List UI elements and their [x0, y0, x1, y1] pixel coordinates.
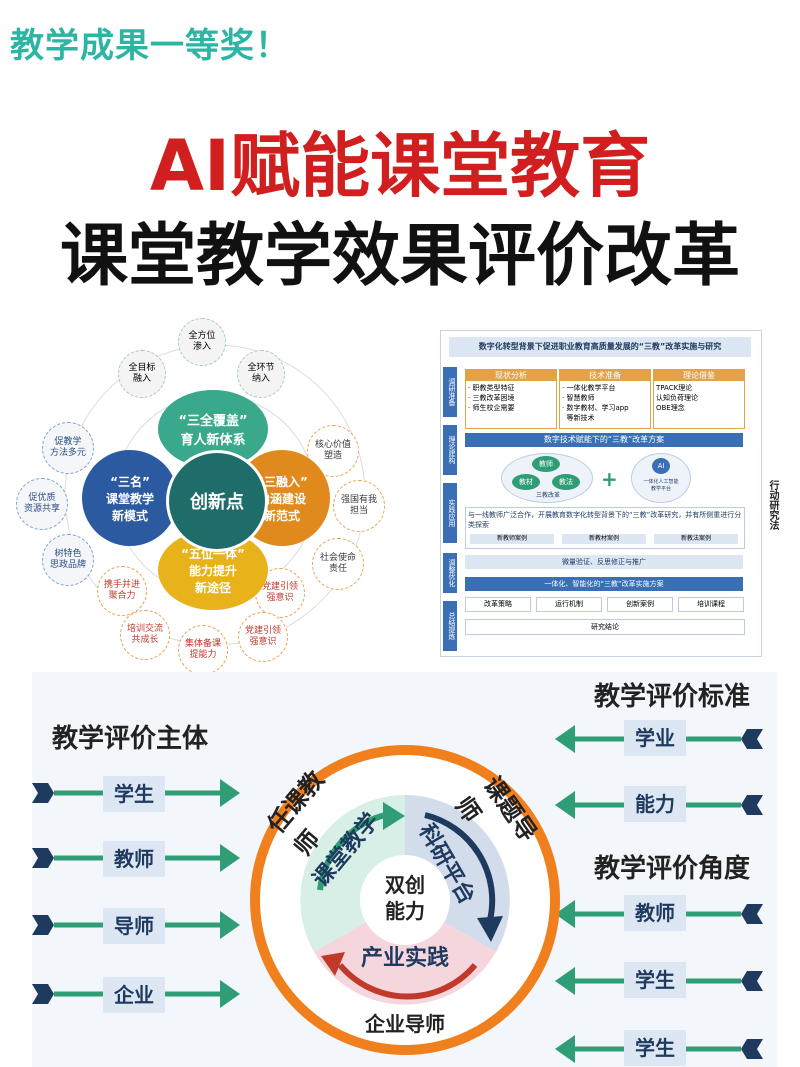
- outer-node-label: 树特色 思政品牌: [49, 549, 86, 570]
- verify-bar: 微量验证、反思修正与推广: [465, 555, 743, 569]
- practice-note: 与一线教师广泛合作，开展教育数字化转型背景下的“三教”改革研究，并有所侧重进行分…: [468, 511, 742, 529]
- outer-node: 党建引领 强意识: [238, 612, 288, 662]
- section-header-3: 一体化、智能化的“三教”改革实施方案: [465, 577, 743, 591]
- outer-node: 树特色 思政品牌: [42, 534, 94, 586]
- outer-node-label: 促教学 方法多元: [49, 437, 86, 458]
- conclusion-bar: 研究结论: [465, 619, 745, 635]
- method-node: 教法: [552, 474, 580, 490]
- action-research-label: 行动研究法: [767, 480, 778, 530]
- side-label: 调研准备: [443, 367, 457, 417]
- case-box: 新教师案例: [470, 534, 554, 544]
- criteria-arrows: [555, 725, 763, 1063]
- outer-node-label: 强国有我 担当: [340, 495, 377, 516]
- side-label: 调整优化: [443, 553, 457, 593]
- outer-node-label: 核心价值 塑造: [314, 440, 351, 461]
- outer-node-label: 促优质 资源共享: [23, 493, 60, 514]
- top-inner-circle: “三全覆盖” 育人新体系: [158, 390, 268, 468]
- subject-title: 教学评价主体: [52, 724, 209, 754]
- column-body: TPACK理论 认知负荷理论 OBE理念: [656, 384, 698, 412]
- outer-node: 集体备课 提能力: [178, 625, 228, 675]
- outer-node-label: 全方位 渗入: [188, 331, 216, 352]
- evaluation-ring: [250, 745, 560, 1055]
- outer-node-label: 社会使命 责任: [319, 553, 356, 574]
- left-inner-circle: “三名” 课堂教学 新模式: [82, 450, 178, 546]
- outer-node: 促优质 资源共享: [16, 478, 68, 530]
- subject-item: 学生: [103, 776, 165, 812]
- ring-bottom-inner: 产业实践: [360, 946, 449, 971]
- ring-bottom-outer: 企业导师: [365, 1012, 445, 1036]
- side-label: 理论建构: [443, 425, 457, 475]
- result-box: 改革策略: [465, 597, 531, 612]
- outer-node-label: 携手并进 聚合力: [103, 580, 140, 601]
- outer-node: 社会使命 责任: [312, 538, 364, 590]
- outer-node-label: 党建引领 强意识: [261, 582, 298, 603]
- side-label: 实践应用: [443, 483, 457, 543]
- ai-platform-label: 一体化人工智能 教学平台: [643, 479, 679, 492]
- outer-node: 培训交流 共成长: [120, 610, 170, 660]
- standard-title: 教学评价标准: [594, 682, 751, 712]
- award-tag: 教学成果一等奖！: [10, 26, 290, 66]
- outer-node-label: 集体备课 提能力: [184, 639, 221, 660]
- column-head: 理论借鉴: [654, 370, 744, 381]
- angle-title: 教学评价角度: [594, 854, 751, 884]
- three-teach-ellipse: 教师 教材 教法 三教改革: [501, 453, 593, 503]
- outer-node: 全方位 渗入: [178, 318, 226, 366]
- subject-item: 企业: [103, 977, 165, 1013]
- outer-node: 携手并进 聚合力: [97, 566, 147, 616]
- innovation-diagram-nodes: 全方位 渗入 全环节 纳入 核心价值 塑造 强国有我 担当 社会使命 责任 党建…: [0, 310, 440, 675]
- outer-node-label: 培训交流 共成长: [126, 624, 163, 645]
- subject-item: 导师: [103, 908, 165, 944]
- standard-item: 学业: [624, 720, 686, 756]
- outer-node: 全目标 融入: [118, 350, 166, 398]
- ring-center: 双创 能力: [385, 873, 425, 923]
- outer-node: 强国有我 担当: [333, 480, 385, 532]
- case-box: 新教材案例: [562, 534, 646, 544]
- outer-node-label: 全环节 纳入: [247, 363, 275, 384]
- side-label: 总结提炼: [443, 601, 457, 651]
- outer-node-label: 党建引领 强意识: [244, 626, 281, 647]
- angle-item: 教师: [624, 895, 686, 931]
- angle-item: 学生: [624, 962, 686, 998]
- flowchart-title: 数字化转型背景下促进职业教育高质量发展的“三教”改革实施与研究: [449, 337, 751, 357]
- outer-node-label: 全目标 融入: [128, 363, 156, 384]
- outer-node: 全环节 纳入: [237, 350, 285, 398]
- center-circle: 创新点: [166, 450, 268, 552]
- ai-platform-ellipse: AI 一体化人工智能 教学平台: [631, 453, 691, 503]
- result-box: 培训课程: [678, 597, 744, 612]
- sub-title: 课堂教学效果评价改革: [59, 217, 740, 296]
- main-title: AI赋能课堂教育: [149, 125, 651, 207]
- textbook-node: 教材: [512, 474, 540, 490]
- analysis-box: 现状分析 · 职教类型特征 · 三教改革困境 · 师生校企需要: [465, 369, 557, 429]
- outer-node: 促教学 方法多元: [42, 422, 94, 474]
- subject-item: 教师: [103, 841, 165, 877]
- column-body: · 职教类型特征 · 三教改革困境 · 师生校企需要: [468, 384, 515, 412]
- column-head: 现状分析: [466, 370, 556, 381]
- side-label-column: 调研准备 理论建构 实践应用 调整优化 总结提炼: [441, 367, 459, 652]
- column-head: 技术准备: [560, 370, 650, 381]
- result-box: 创新案例: [607, 597, 673, 612]
- result-box: 运行机制: [536, 597, 602, 612]
- ai-node: AI: [652, 458, 670, 474]
- reform-label: 三教改革: [535, 492, 560, 499]
- reform-flowchart: 数字化转型背景下促进职业教育高质量发展的“三教”改革实施与研究 调研准备 理论建…: [440, 330, 762, 657]
- theory-box: 理论借鉴 TPACK理论 认知负荷理论 OBE理念: [653, 369, 745, 429]
- practice-box: 与一线教师广泛合作，开展教育数字化转型背景下的“三教”改革研究，并有所侧重进行分…: [465, 507, 745, 549]
- plus-icon: +: [601, 467, 618, 491]
- standard-item: 能力: [624, 786, 686, 822]
- case-box: 新教法案例: [654, 534, 738, 544]
- column-body: · 一体化教学平台 · 智慧教师 · 数字教材、学习app 等新技术: [562, 384, 629, 422]
- tech-box: 技术准备 · 一体化教学平台 · 智慧教师 · 数字教材、学习app 等新技术: [559, 369, 651, 429]
- teacher-node: 教师: [532, 456, 560, 472]
- angle-item: 学生: [624, 1030, 686, 1066]
- section-header: 数字技术赋能下的“三教”改革方案: [465, 433, 743, 447]
